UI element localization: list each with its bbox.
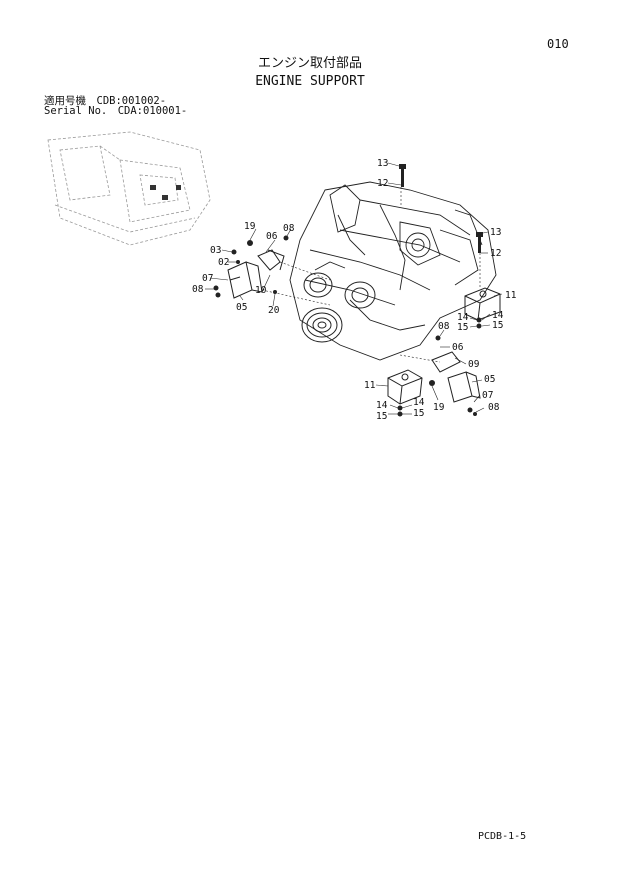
mount-rubber-front bbox=[387, 369, 423, 405]
callout-02-left: 02 bbox=[218, 257, 229, 268]
callout-13-top: 13 bbox=[377, 158, 388, 169]
bracket-front bbox=[431, 351, 481, 403]
alternator bbox=[344, 281, 376, 309]
callout-14-right-a: 14 bbox=[457, 312, 469, 323]
callout-05-left: 05 bbox=[236, 302, 247, 313]
callout-15-right-a: 15 bbox=[457, 322, 468, 333]
callout-14-front-b: 14 bbox=[413, 397, 425, 408]
footer-code: PCDB-1-5 bbox=[478, 831, 527, 842]
callout-19-left: 19 bbox=[244, 221, 256, 232]
title-english: ENGINE SUPPORT bbox=[255, 74, 365, 89]
callout-13-right: 13 bbox=[490, 227, 501, 238]
callout-09-front: 09 bbox=[468, 359, 480, 370]
callout-07-left: 07 bbox=[202, 273, 213, 284]
callout-06-left: 06 bbox=[266, 231, 278, 242]
serial-line-number: Serial No. CDA:010001- bbox=[44, 105, 188, 117]
callout-12-right: 12 bbox=[490, 248, 501, 259]
callout-12-top: 12 bbox=[377, 178, 388, 189]
callout-05-front: 05 bbox=[484, 374, 495, 385]
callout-15-right-b: 15 bbox=[492, 320, 503, 331]
callout-08-left-top: 08 bbox=[283, 223, 295, 234]
callout-03-left: 03 bbox=[210, 245, 221, 256]
callout-labels: 13 12 13 12 11 14 14 15 15 19 06 08 03 0… bbox=[192, 158, 517, 422]
callout-07-front: 07 bbox=[482, 390, 493, 401]
callout-11-front: 11 bbox=[364, 380, 376, 391]
machine-thumbnail bbox=[47, 131, 211, 246]
bolts bbox=[213, 164, 483, 417]
mount-rubber-rear-right bbox=[464, 287, 501, 321]
callout-11-right: 11 bbox=[505, 290, 517, 301]
bracket-left-upper bbox=[257, 249, 285, 271]
callout-15-front-b: 15 bbox=[413, 408, 424, 419]
callout-08-front-top: 08 bbox=[438, 321, 450, 332]
bracket-left bbox=[227, 261, 263, 299]
crank-pulley bbox=[301, 307, 343, 343]
thumbnail-highlight bbox=[150, 185, 181, 200]
callout-19-front: 19 bbox=[433, 402, 445, 413]
callout-14-front-a: 14 bbox=[376, 400, 388, 411]
callout-08-front: 08 bbox=[488, 402, 500, 413]
title-japanese: エンジン取付部品 bbox=[257, 56, 362, 71]
callout-10-left: 10 bbox=[255, 285, 267, 296]
fan-pulley bbox=[303, 272, 333, 298]
page-number: 010 bbox=[547, 37, 569, 51]
leader-lines bbox=[205, 162, 503, 415]
callout-15-front-a: 15 bbox=[376, 411, 387, 422]
serial-line-applicable: 適用号機 CDB:001002- bbox=[44, 95, 167, 107]
callout-06-front: 06 bbox=[452, 342, 464, 353]
engine-block bbox=[289, 181, 497, 361]
callout-08-left: 08 bbox=[192, 284, 204, 295]
callout-20-left: 20 bbox=[268, 305, 280, 316]
callout-14-right-b: 14 bbox=[492, 310, 504, 321]
